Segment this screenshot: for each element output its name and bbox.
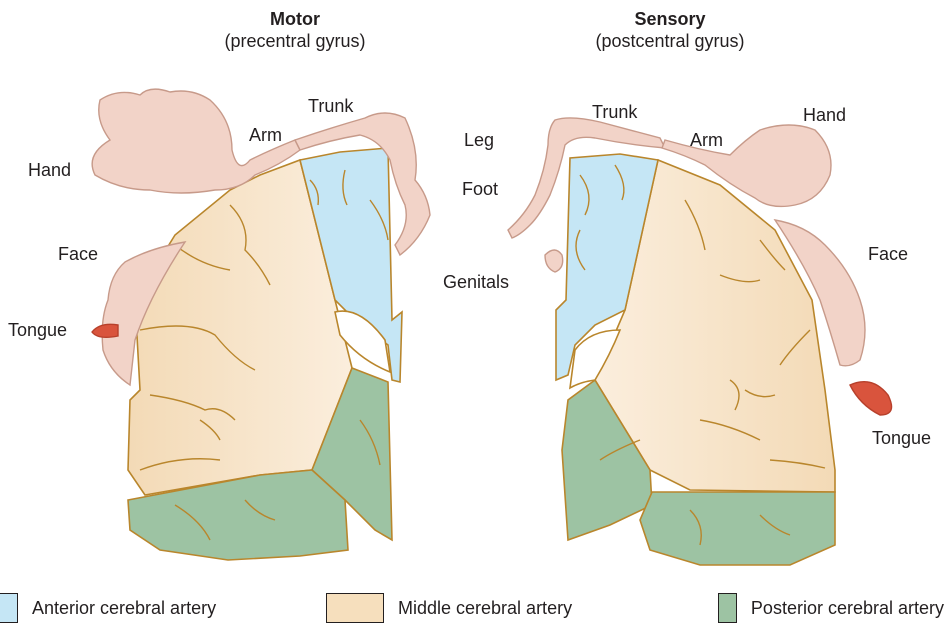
legend-swatch-anterior xyxy=(0,593,18,623)
legend-item-middle: Middle cerebral artery xyxy=(326,593,572,623)
sensory-title: Sensory xyxy=(634,9,705,29)
motor-label-face: Face xyxy=(58,244,98,265)
legend-label-posterior: Posterior cerebral artery xyxy=(751,598,944,619)
legend-label-middle: Middle cerebral artery xyxy=(398,598,572,619)
sensory-label-trunk: Trunk xyxy=(592,102,637,123)
sensory-label-face: Face xyxy=(868,244,908,265)
legend-item-anterior: Anterior cerebral artery xyxy=(0,593,216,623)
sensory-tongue-icon xyxy=(850,382,892,415)
motor-tongue-icon xyxy=(92,324,118,337)
sensory-label-tongue: Tongue xyxy=(872,428,931,449)
sensory-genitals-icon xyxy=(545,250,563,272)
sensory-label-foot: Foot xyxy=(462,179,498,200)
motor-hemisphere xyxy=(128,148,402,560)
motor-label-arm: Arm xyxy=(249,125,282,146)
sensory-posterior-base xyxy=(640,492,835,565)
legend-item-posterior: Posterior cerebral artery xyxy=(718,593,944,623)
sensory-heading: Sensory (postcentral gyrus) xyxy=(560,8,780,52)
sensory-label-hand: Hand xyxy=(803,105,846,126)
sensory-label-arm: Arm xyxy=(690,130,723,151)
motor-heading: Motor (precentral gyrus) xyxy=(190,8,400,52)
sensory-subtitle: (postcentral gyrus) xyxy=(595,31,744,51)
motor-label-hand: Hand xyxy=(28,160,71,181)
motor-subtitle: (precentral gyrus) xyxy=(224,31,365,51)
motor-label-tongue: Tongue xyxy=(8,320,67,341)
motor-label-trunk: Trunk xyxy=(308,96,353,117)
sensory-label-genitals: Genitals xyxy=(443,272,509,293)
legend-swatch-middle xyxy=(326,593,384,623)
sensory-label-leg: Leg xyxy=(464,130,494,151)
sensory-hemisphere xyxy=(556,154,835,565)
motor-title: Motor xyxy=(270,9,320,29)
legend-label-anterior: Anterior cerebral artery xyxy=(32,598,216,619)
legend-swatch-posterior xyxy=(718,593,737,623)
